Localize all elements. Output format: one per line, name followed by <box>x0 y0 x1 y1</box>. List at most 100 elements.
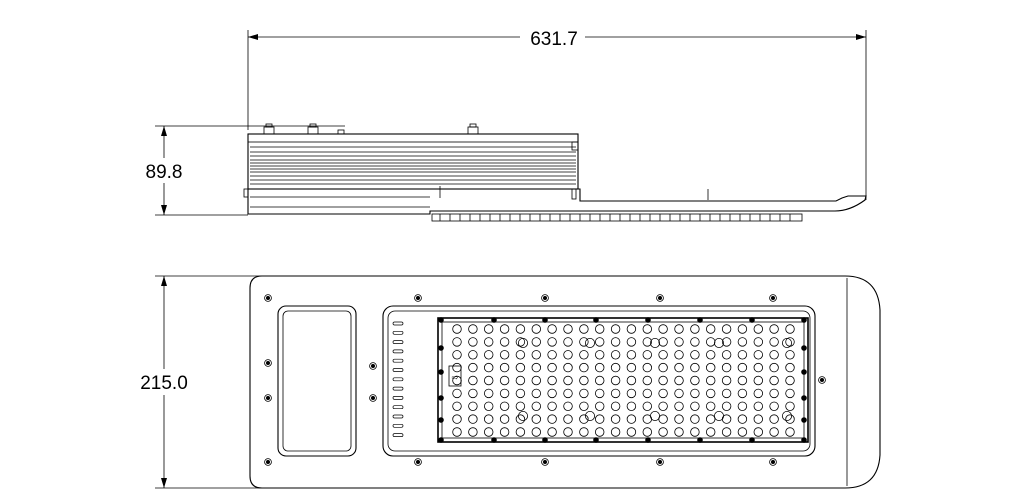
led-lens <box>737 401 748 412</box>
screw-icon <box>265 395 270 400</box>
led-lens <box>579 362 589 373</box>
led-lens <box>658 337 668 347</box>
led-lens <box>531 375 542 386</box>
led-lens <box>484 324 494 334</box>
led-lens <box>563 375 573 386</box>
led-lens <box>610 362 621 373</box>
led-lens <box>484 362 494 373</box>
led-lens <box>563 324 573 334</box>
screw-icon <box>593 437 599 443</box>
screw-icon <box>801 345 807 351</box>
led-lens <box>706 337 716 347</box>
led-lens <box>531 388 542 399</box>
vent-slot <box>392 433 404 437</box>
led-lens <box>595 401 605 412</box>
screw-icon <box>438 369 444 375</box>
led-lens <box>547 324 557 334</box>
lamp-module <box>382 305 816 457</box>
led-lens <box>658 324 668 334</box>
led-lens <box>515 401 526 412</box>
led-lens <box>468 388 478 399</box>
connector <box>448 365 462 387</box>
screw-icon <box>370 363 375 368</box>
screw-icon <box>438 317 444 323</box>
screw-icon <box>658 459 663 464</box>
screw-icon <box>749 437 755 443</box>
led-lens <box>579 414 589 424</box>
led-lens <box>674 375 684 386</box>
screw-icon <box>645 317 651 323</box>
screw-icon <box>749 317 755 323</box>
vent-slot <box>392 321 404 326</box>
led-lens <box>579 350 589 360</box>
led-lens <box>706 375 716 386</box>
led-lens <box>499 337 510 347</box>
led-lens <box>499 375 510 386</box>
led-lens <box>785 388 795 399</box>
led-lens <box>484 401 494 412</box>
led-lens <box>642 375 653 386</box>
screw-icon <box>264 394 272 402</box>
dimension-side-height: 89.8 <box>146 125 345 216</box>
led-lens <box>579 427 589 437</box>
screw-icon <box>438 345 444 351</box>
led-marker <box>650 410 661 421</box>
led-lens <box>499 324 510 334</box>
led-lens <box>690 350 700 360</box>
led-lens <box>642 337 653 347</box>
screw-icon <box>697 317 703 323</box>
led-lens <box>721 337 732 347</box>
led-lens <box>769 337 779 347</box>
led-marker <box>518 337 529 348</box>
led-lens <box>468 401 478 412</box>
led-lens <box>547 388 557 399</box>
screw-icon <box>645 437 651 443</box>
led-lens <box>706 427 716 437</box>
led-marker <box>585 410 596 421</box>
led-lens <box>737 375 748 386</box>
screw-icon <box>370 395 375 400</box>
led-lens <box>610 375 621 386</box>
led-lens <box>610 324 621 334</box>
screw-icon <box>415 295 420 300</box>
vent-slot <box>392 423 404 428</box>
housing-profile <box>247 188 867 215</box>
led-lens <box>610 388 621 399</box>
led-lens <box>642 362 653 373</box>
vent-slot <box>392 405 404 410</box>
led-lens <box>531 324 542 334</box>
led-lens <box>785 324 795 334</box>
vent-slot <box>392 386 404 391</box>
screw-icon <box>369 394 377 402</box>
screw-icon <box>543 295 548 300</box>
led-lens <box>499 388 510 399</box>
led-lens <box>547 401 557 412</box>
led-lens <box>579 324 589 334</box>
led-lens <box>753 401 764 412</box>
led-lens <box>706 350 716 360</box>
screw-icon <box>593 317 599 323</box>
led-lens <box>468 337 478 347</box>
led-lens <box>499 414 510 424</box>
led-lens <box>769 388 779 399</box>
screw-icon <box>801 417 807 423</box>
board-screws <box>438 317 807 443</box>
screw-icon <box>369 362 377 370</box>
vent-slot <box>392 340 404 344</box>
led-lens <box>690 362 700 373</box>
led-lens <box>484 337 494 347</box>
led-lens <box>595 324 605 334</box>
screw-icon <box>264 359 272 367</box>
led-lens <box>515 427 526 437</box>
led-lens <box>706 414 716 424</box>
screw-icon <box>438 395 444 401</box>
led-lens <box>785 362 795 373</box>
led-lens <box>626 337 637 347</box>
screw-icon <box>769 458 777 466</box>
led-lens <box>579 401 589 412</box>
led-lens <box>484 388 494 399</box>
width-label: 215.0 <box>140 373 188 394</box>
driver-window <box>277 305 357 457</box>
led-lens <box>468 350 478 360</box>
